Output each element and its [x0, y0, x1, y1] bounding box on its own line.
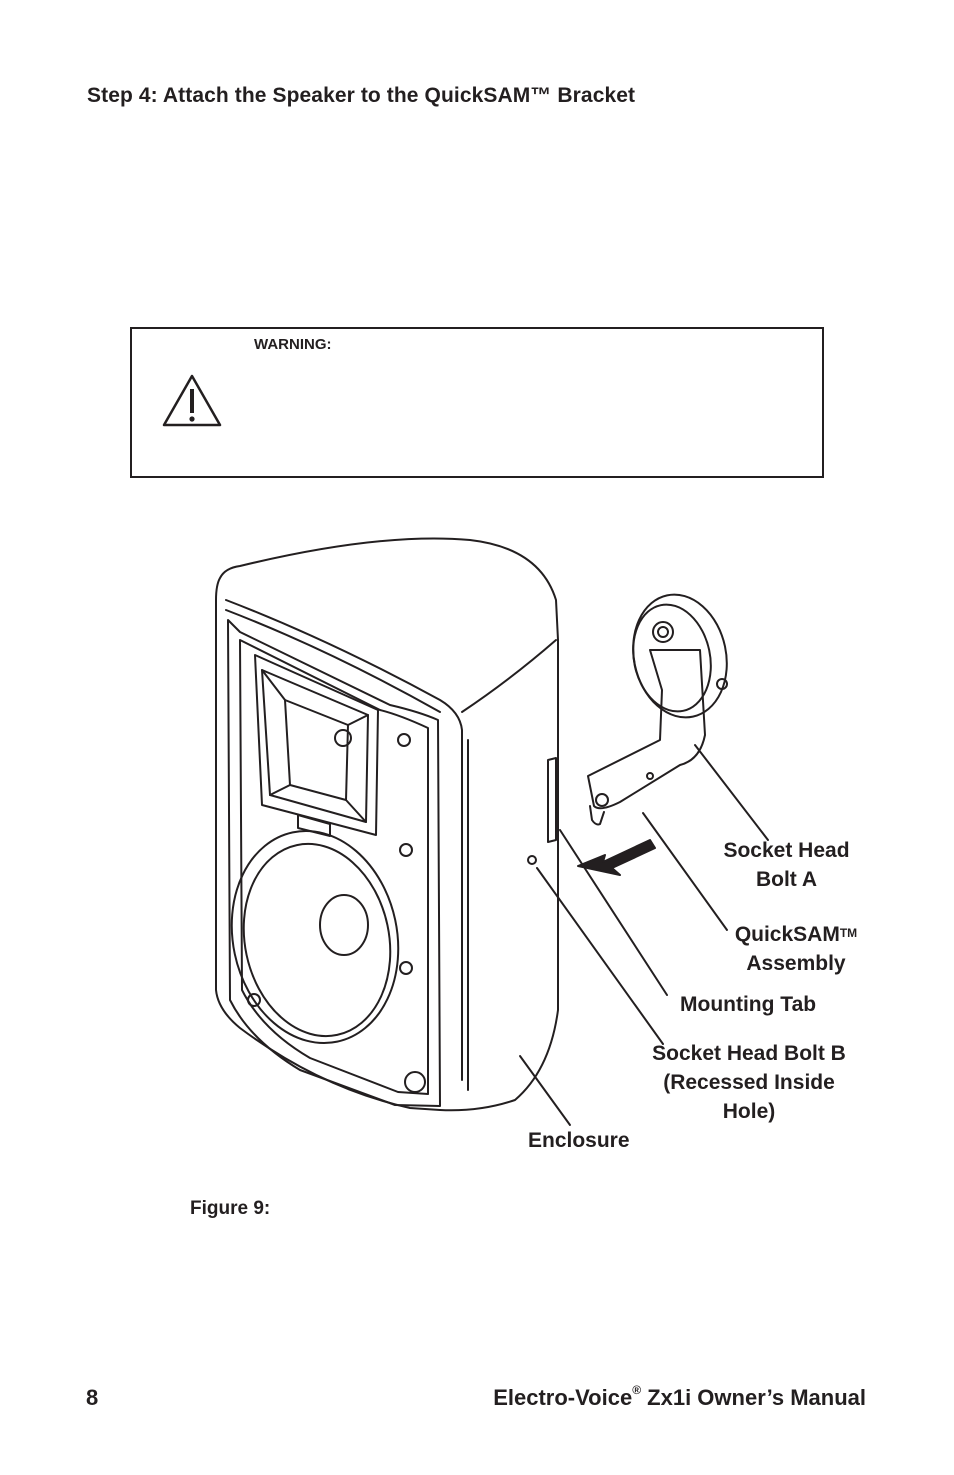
callout-mounting-tab: Mounting Tab — [680, 993, 817, 1016]
page-number: 8 — [86, 1385, 99, 1410]
callout-socket-head-bolt-b-line3: Hole) — [722, 1100, 776, 1123]
callout-socket-head-bolt-a: Socket Head Bolt A — [714, 836, 859, 894]
manual-brand: Electro-Voice — [493, 1385, 633, 1410]
callout-enclosure: Enclosure — [528, 1129, 630, 1152]
callout-socket-head-bolt-b-line2: (Recessed Inside — [663, 1071, 835, 1094]
callout-quicksam-line2: Assembly — [746, 952, 846, 975]
warning-box: WARNING: — [130, 327, 824, 478]
warning-label: WARNING: — [254, 336, 332, 353]
callout-socket-head-bolt-a-line2: Bolt A — [755, 868, 818, 891]
manual-title-rest: Zx1i Owner’s Manual — [641, 1385, 866, 1410]
callout-quicksam-label: QuickSAM — [734, 923, 840, 946]
callout-quicksam-tm: TM — [839, 926, 858, 940]
callout-socket-head-bolt-a-line1: Socket Head — [723, 839, 850, 862]
callout-socket-head-bolt-b: Socket Head Bolt B (Recessed Inside Hole… — [637, 1039, 861, 1126]
registered-mark: ® — [632, 1383, 642, 1397]
step-heading: Step 4: Attach the Speaker to the QuickS… — [87, 84, 636, 107]
warning-triangle-icon — [162, 374, 222, 427]
callout-socket-head-bolt-b-line1: Socket Head Bolt B — [652, 1042, 846, 1065]
callout-quicksam-assembly: QuickSAMTM Assembly — [724, 920, 868, 978]
figure-caption: Figure 9: — [190, 1198, 271, 1219]
manual-title: Electro-Voice® Zx1i Owner’s Manual — [493, 1383, 866, 1411]
